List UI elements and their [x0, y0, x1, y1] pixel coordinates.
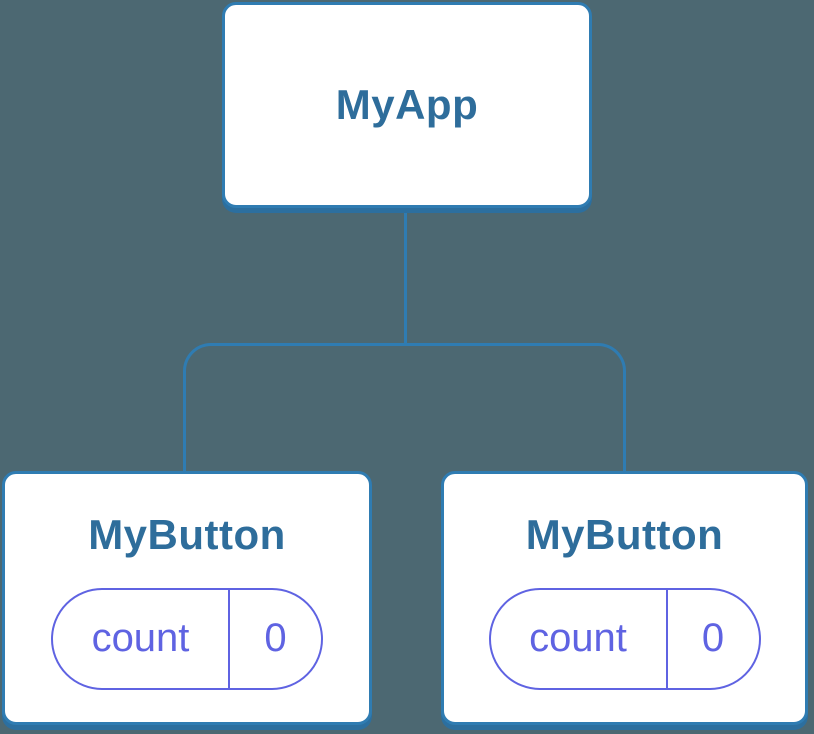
node-mybutton-left: MyButton count 0: [2, 471, 372, 725]
node-myapp-label: MyApp: [335, 81, 479, 128]
node-myapp: MyApp: [222, 2, 592, 208]
node-mybutton-right: MyButton count 0: [441, 471, 808, 725]
state-pill: count 0: [51, 588, 323, 690]
state-value: 0: [665, 590, 759, 688]
state-value: 0: [228, 590, 321, 688]
state-key: count: [529, 615, 627, 660]
connector-stem-line: [404, 205, 407, 346]
node-mybutton-left-label: MyButton: [88, 511, 286, 558]
state-key: count: [91, 615, 190, 660]
node-mybutton-right-label: MyButton: [525, 511, 724, 558]
connector-branch-bracket: [183, 343, 626, 475]
state-pill: count 0: [488, 588, 761, 690]
